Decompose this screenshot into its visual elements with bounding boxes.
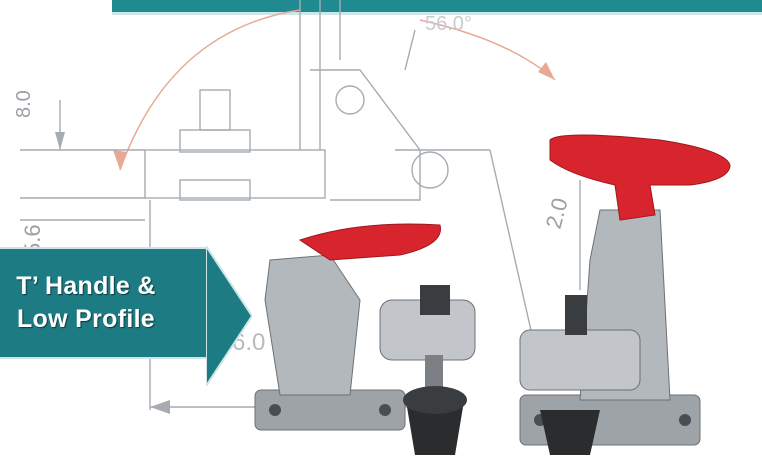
- arc-arrowhead-right: [538, 62, 555, 80]
- angle-label: 56.0°: [425, 13, 472, 35]
- callout-line-1: T’ Handle &: [16, 272, 156, 300]
- callout-line-2: Low Profile: [16, 305, 156, 333]
- dim-arrowhead-a: [55, 132, 65, 150]
- angle-arc-left: [119, 9, 301, 171]
- arc-arrowhead: [113, 150, 127, 170]
- dimension-c-label: 2.0: [541, 195, 573, 231]
- feature-callout: T’ Handle & Low Profile: [0, 247, 208, 359]
- top-accent-bar: [112, 0, 762, 15]
- t-handle-clamp-image: [519, 134, 731, 455]
- low-profile-clamp-image: [254, 223, 476, 455]
- callout-arrow: [206, 246, 252, 386]
- dimension-a-label: 8.0: [13, 90, 35, 118]
- dim-arrowhead: [150, 400, 170, 414]
